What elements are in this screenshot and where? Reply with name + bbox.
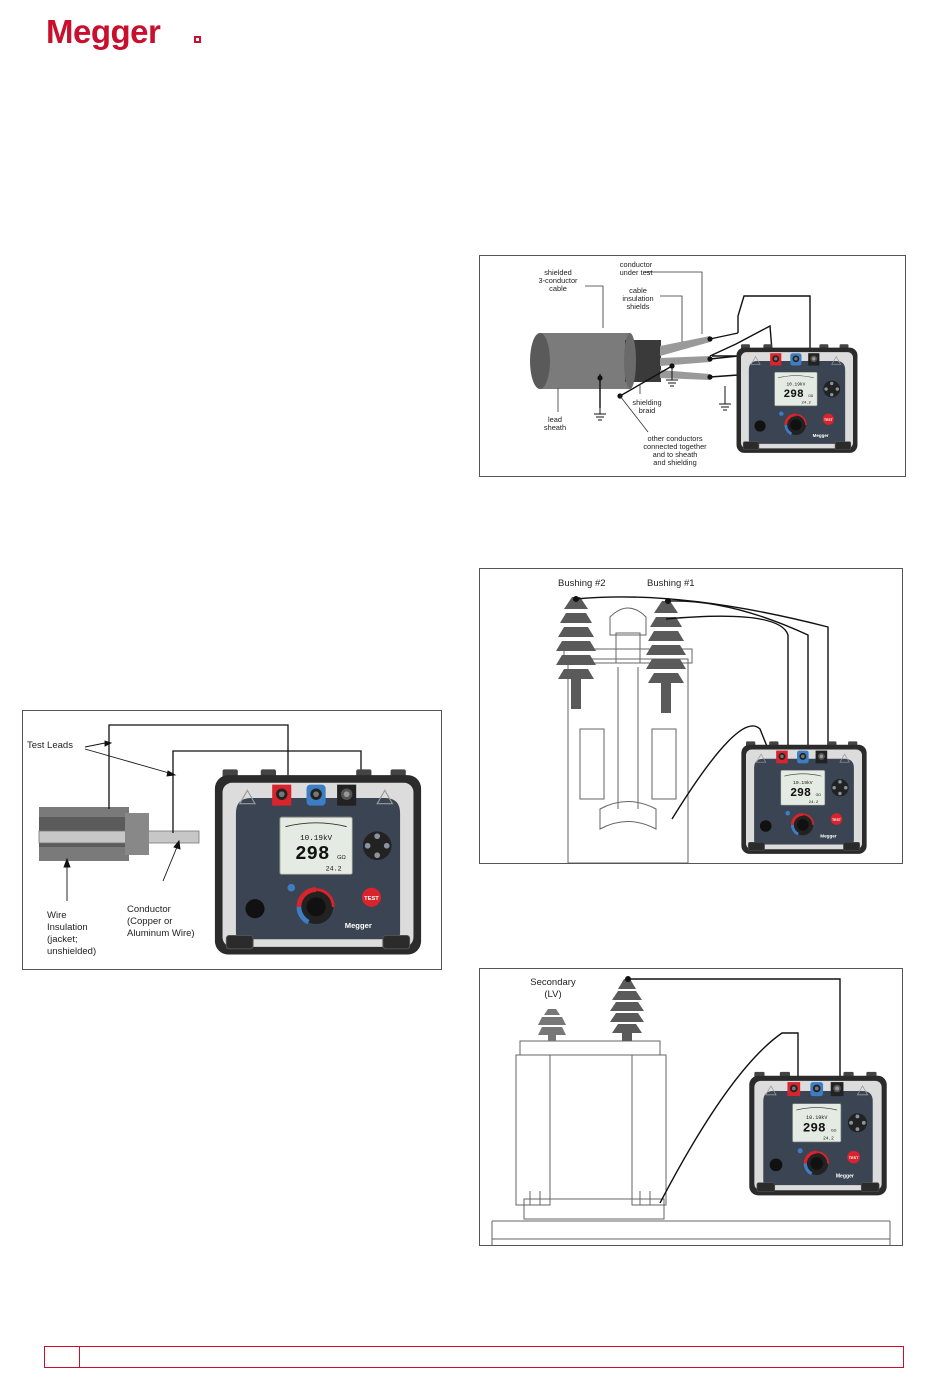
label-secondary-1: Secondary: [530, 977, 576, 988]
page-footer: [44, 1346, 904, 1368]
figure-bushing-connection: Bushing #2 Bushing #1: [479, 568, 903, 864]
wire-illustration: [38, 807, 200, 861]
label-bushing-2: Bushing #2: [558, 578, 606, 589]
footer-page-cell: [45, 1347, 80, 1367]
connection-nodes: [597, 336, 713, 399]
figure-secondary-connection: Secondary (LV): [479, 968, 903, 1246]
label-shielding-braid-1: shielding: [632, 398, 661, 407]
insulation-tester: [740, 739, 868, 855]
bushing-2: [556, 597, 596, 709]
label-other-conductors-3: and to sheath: [653, 450, 698, 459]
label-test-leads: Test Leads: [27, 740, 73, 751]
label-shielded-cable-3: cable: [549, 284, 567, 293]
label-other-conductors-2: connected together: [643, 442, 707, 451]
megger-logo: Megger: [46, 12, 226, 52]
label-wire-insulation-1: Wire: [47, 910, 67, 921]
secondary-test-leads: [628, 978, 841, 1204]
figure-cable-connection: conductor under test shielded 3-conducto…: [479, 255, 906, 477]
callout-arrows: [63, 740, 181, 901]
label-wire-insulation-2: Insulation: [47, 922, 88, 933]
label-conductor-under-test-1: conductor: [620, 260, 653, 269]
wire-test-leads: [108, 724, 362, 833]
label-conductor-3: Aluminum Wire): [127, 928, 195, 939]
label-lead-sheath-1: lead: [548, 415, 562, 424]
label-shielding-braid-2: braid: [639, 406, 655, 415]
label-wire-insulation-3: (jacket;: [47, 934, 78, 945]
hv-bushing: [610, 979, 644, 1041]
label-lead-sheath-2: sheath: [544, 423, 566, 432]
lv-bushing: [538, 1009, 566, 1041]
label-conductor-2: (Copper or: [127, 916, 172, 927]
insulation-tester: [748, 1070, 888, 1197]
bushing-1: [646, 601, 686, 713]
figure-wire-connection: Test Leads Wire Insulation (jacket; unsh…: [22, 710, 442, 970]
label-shielded-cable-2: 3-conductor: [538, 276, 578, 285]
logo-wordmark: Megger: [46, 13, 161, 50]
label-secondary-2: (LV): [544, 989, 561, 1000]
label-shielded-cable-1: shielded: [544, 268, 572, 277]
label-other-conductors-1: other conductors: [647, 434, 702, 443]
label-conductor-1: Conductor: [127, 904, 171, 915]
ground-symbols: [594, 368, 731, 421]
label-bushing-1: Bushing #1: [647, 578, 695, 589]
label-insulation-shields-3: shields: [626, 302, 649, 311]
label-conductor-under-test-2: under test: [620, 268, 653, 277]
callout-lines: [557, 271, 703, 433]
label-wire-insulation-4: unshielded): [47, 946, 96, 957]
transformer-core: [491, 1040, 891, 1245]
insulation-tester: [735, 342, 859, 454]
cable-illustration: [530, 333, 710, 389]
label-other-conductors-4: and shielding: [653, 458, 697, 467]
test-leads: [575, 596, 829, 820]
label-insulation-shields-2: insulation: [622, 294, 653, 303]
label-insulation-shields-1: cable: [629, 286, 647, 295]
insulation-tester-large: [215, 769, 421, 954]
